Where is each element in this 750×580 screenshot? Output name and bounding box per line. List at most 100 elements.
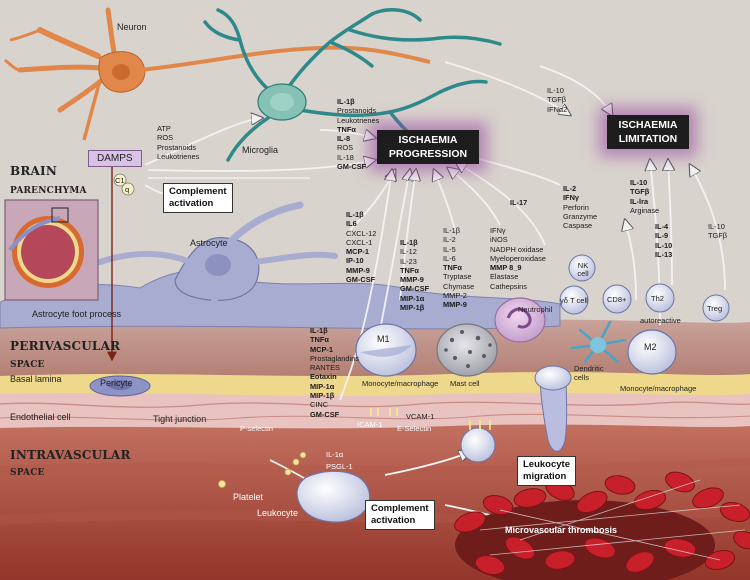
mediator-item: IFNγ [563, 193, 580, 203]
mediator-item: TNFα [400, 265, 419, 275]
label-c1: C1 [115, 176, 125, 185]
label-m2: M2 [644, 342, 657, 352]
neuron-cell [4, 7, 431, 141]
region-brain: BRAIN [10, 164, 58, 178]
mediator-item: CXCL-12 [346, 228, 377, 238]
label-monocyte-1: Monocyte/macrophage [362, 379, 439, 388]
label-microvascular-thrombosis: Microvascular thrombosis [505, 525, 618, 535]
mediator-item: TGFβ [630, 187, 650, 197]
mediator-item: Perforin [563, 202, 589, 212]
label-mast-cell: Mast cell [450, 379, 480, 388]
mediator-item: IL-1β [443, 226, 460, 235]
label-icam: ICAM-1 [357, 420, 383, 429]
astrocyte-cell [97, 201, 338, 322]
complement-activation-box-2: Complement activation [365, 500, 435, 530]
mediator-item: TGFβ [547, 95, 567, 105]
label-tight-junction: Tight junction [153, 414, 207, 424]
label-astrocyte-foot-process: Astrocyte foot process [32, 309, 122, 319]
complement-2-line-2: activation [371, 515, 416, 526]
mediator-item: Caspase [563, 221, 593, 231]
mediator-item: Leukotrienes [157, 151, 200, 161]
mediator-item: RANTES [310, 363, 340, 373]
mediator-item: IL-1β [337, 97, 355, 106]
complement-2-line-1: Complement [371, 503, 429, 514]
mediator-item: GM-CSF [346, 275, 376, 285]
ischaemia-limitation-box: ISCHAEMIA LIMITATION [607, 115, 689, 149]
mediator-item: IL-2 [443, 235, 456, 245]
mediator-item: IL6 [346, 219, 357, 229]
limitation-line-1: ISCHAEMIA [618, 119, 678, 131]
label-platelet: Platelet [233, 492, 264, 502]
mediator-item: IL-10 [630, 178, 648, 187]
complement-1-line-1: Complement [169, 186, 227, 197]
mediator-item: MIP-1α [310, 381, 335, 391]
mediator-item: IL-9 [655, 231, 669, 241]
mediator-item: Arginase [630, 205, 660, 215]
region-space-2: SPACE [10, 468, 45, 478]
mediator-item: iNOS [490, 235, 508, 245]
mediator-item: TNFα [443, 263, 462, 273]
label-e-selectin: E-Selectin [397, 424, 432, 433]
mediator-item: IL-lra [630, 196, 649, 206]
mediator-item: Leukotrienes [337, 115, 380, 125]
limitation-line-2: LIMITATION [618, 133, 678, 145]
mediator-item: IP-10 [346, 256, 364, 266]
label-gd-t-cell: γδ T cell [560, 296, 588, 305]
mediator-item: CXCL-1 [346, 237, 373, 247]
mediator-item: IL-10 [708, 222, 725, 231]
mediator-item: IFNγ [490, 226, 506, 235]
complement-activation-box-1: Complement activation [163, 183, 233, 213]
mediator-item: Granzyme [563, 211, 598, 221]
region-intravascular: INTRAVASCULAR [10, 448, 131, 462]
mediator-item: MCP-1 [310, 344, 333, 354]
mediator-item: MMP 8_9 [490, 263, 522, 273]
label-dendritic-cells: Dendritic cells [574, 364, 604, 382]
label-treg: Treg [707, 304, 723, 313]
label-microglia: Microglia [242, 145, 279, 155]
mediator-item: MIP-1α [400, 293, 425, 303]
label-basal-lamina: Basal lamina [10, 374, 62, 384]
region-parenchyma: PARENCHYMA [10, 186, 87, 196]
migration-line-1: Leukocyte [523, 459, 570, 470]
mediator-item: Prostaglandins [310, 353, 359, 363]
mediator-item: IL-10 [655, 240, 673, 250]
mediator-item: ROS [157, 133, 174, 143]
mediator-item: Prostanoids [337, 106, 377, 116]
label-neuron: Neuron [117, 22, 147, 32]
label-leukocyte: Leukocyte [257, 508, 299, 518]
mediator-item: MIP-1β [400, 303, 425, 313]
label-astrocyte: Astrocyte [190, 238, 228, 248]
mediator-item: Elastase [490, 272, 519, 282]
label-th2: Th2 [651, 294, 664, 303]
mediator-item: GM-CSF [337, 162, 367, 172]
list-il17: IL-17 [510, 198, 527, 207]
mediator-item: IL-2 [563, 184, 577, 193]
label-psgl: PSGL-1 [326, 462, 353, 471]
mediator-item: Prostanoids [157, 142, 197, 152]
label-cd8: CD8+ [607, 295, 627, 304]
mediator-item: IFNα2 [547, 104, 568, 114]
mediator-item: IL-12 [400, 247, 417, 257]
mediator-item: IL-1β [310, 326, 328, 335]
progression-line-2: PROGRESSION [388, 148, 468, 160]
mediator-item: IL-10 [547, 86, 564, 95]
mediator-item: MMP-2 [443, 291, 467, 301]
mediator-item: GM-CSF [310, 409, 340, 419]
label-p-selectin: P-selectin [240, 424, 273, 433]
label-monocyte-2: Monocyte/macrophage [620, 384, 697, 393]
mediator-item: CINC [310, 400, 329, 410]
mediator-item: GM-CSF [400, 284, 430, 294]
mediator-item: IL-18 [337, 152, 354, 162]
mediator-item: Tryptase [443, 272, 472, 282]
